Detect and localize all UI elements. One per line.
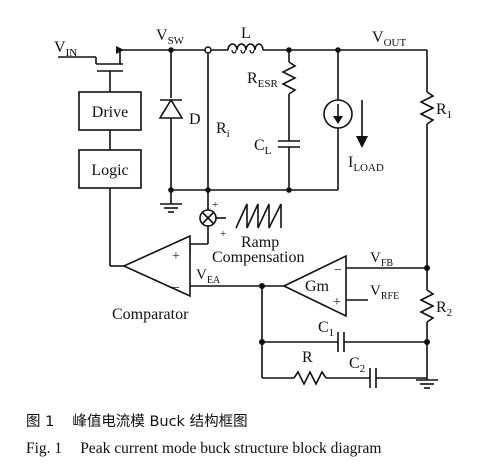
- resistor-r1: R1: [419, 91, 452, 290]
- load-current-source: ILOAD: [323, 50, 384, 190]
- inductor-label: L: [241, 25, 251, 42]
- vin-label: VIN: [54, 39, 77, 59]
- comparator-label: Comparator: [112, 306, 189, 323]
- vsw-label: VSW: [156, 27, 185, 47]
- c1-label: C1: [318, 319, 334, 339]
- vout-label: VOUT: [372, 29, 406, 49]
- sense-resistor-ri: Ri: [207, 50, 230, 210]
- ramp-label: Ramp: [241, 234, 279, 251]
- buck-block-diagram: Drive Logic D Ri L RESR: [54, 25, 452, 389]
- comparator-minus: −: [172, 281, 180, 296]
- inductor-l: L: [227, 25, 264, 54]
- summing-junction: + +: [189, 199, 226, 252]
- ground-left: [160, 190, 182, 213]
- drive-label: Drive: [92, 104, 128, 121]
- junction-dots: [168, 46, 430, 345]
- gm-minus: −: [334, 263, 342, 278]
- caption-zh-number: 图 1: [26, 414, 55, 430]
- drive-block: Drive: [78, 91, 142, 131]
- diode-d: D: [158, 50, 201, 190]
- ri-label: Ri: [216, 120, 230, 140]
- resistor-r2: R2: [419, 289, 452, 380]
- gm-plus: +: [333, 295, 341, 310]
- r2-label: R2: [436, 299, 452, 319]
- sum-plus-right: +: [220, 228, 226, 240]
- vrfe-label: VRFE: [370, 283, 399, 302]
- logic-label: Logic: [91, 162, 128, 179]
- vea-label: VEA: [196, 267, 221, 286]
- vea-net: VEA: [190, 267, 284, 287]
- caption-en-number: Fig. 1: [26, 440, 63, 457]
- ground-right: [416, 379, 438, 389]
- cl-label: CL: [254, 137, 272, 157]
- sum-plus-top: +: [212, 199, 218, 211]
- comparator-plus: +: [172, 249, 180, 264]
- caption-chinese: 图 1 峰值电流模 Buck 结构框图: [26, 410, 248, 431]
- resr-cl-branch: RESR CL: [247, 50, 300, 190]
- c2-label: C2: [349, 355, 365, 375]
- logic-block: Logic: [78, 149, 142, 189]
- gm-amplifier: Gm − + VFB VRFE: [282, 250, 427, 318]
- pmos-switch: [95, 46, 124, 92]
- caption-zh-text: 峰值电流模 Buck 结构框图: [72, 414, 248, 430]
- iload-label: ILOAD: [348, 154, 384, 174]
- caption-en-text: Peak current mode buck structure block d…: [80, 440, 382, 457]
- vfb-label: VFB: [370, 250, 393, 269]
- compensation-network: C1 R C2: [261, 286, 427, 388]
- ramp-waveform: Ramp Compensation: [212, 203, 304, 266]
- comparator: + − Comparator: [112, 234, 191, 323]
- diode-label: D: [189, 111, 201, 128]
- r-label: R: [302, 349, 313, 366]
- caption-english: Fig. 1 Peak current mode buck structure b…: [26, 440, 381, 458]
- gm-label: Gm: [305, 278, 330, 295]
- compensation-label: Compensation: [212, 249, 304, 266]
- resr-label: RESR: [247, 70, 279, 90]
- r1-label: R1: [436, 101, 452, 121]
